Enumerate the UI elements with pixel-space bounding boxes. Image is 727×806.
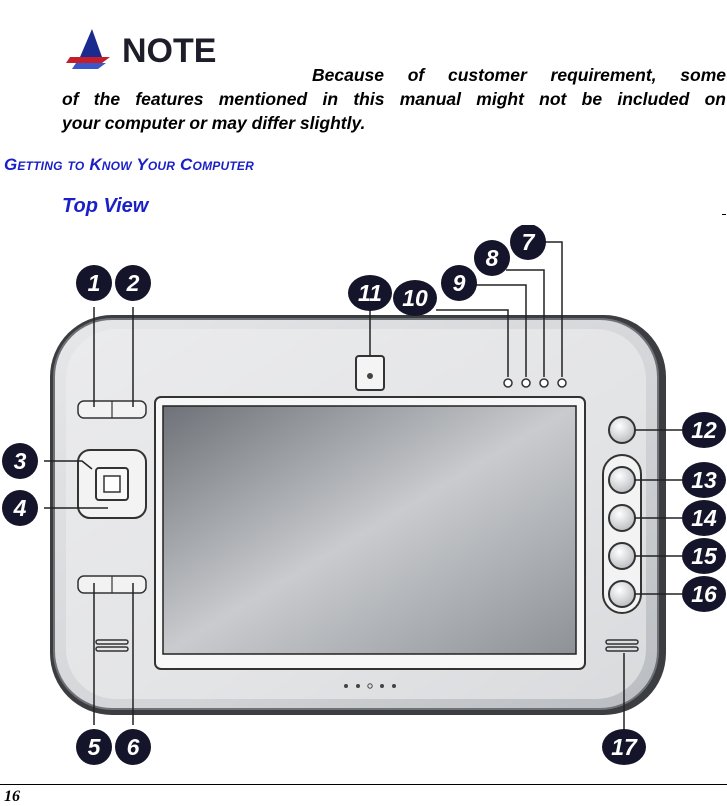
callout-badge-7: 7 bbox=[510, 225, 546, 260]
page-number: 16 bbox=[4, 788, 20, 805]
callout-badge-9: 9 bbox=[441, 265, 477, 301]
round-button bbox=[608, 580, 636, 608]
note-logo-triangle-icon bbox=[80, 29, 102, 57]
callout-number: 10 bbox=[402, 285, 428, 311]
callout-number: 17 bbox=[611, 734, 638, 760]
callout-badge-11: 11 bbox=[348, 275, 392, 311]
callout-badge-16: 16 bbox=[682, 576, 726, 612]
round-button bbox=[608, 542, 636, 570]
callout-badge-5: 5 bbox=[76, 729, 112, 765]
right-button-column bbox=[602, 454, 642, 614]
note-logo-text: NOTE bbox=[122, 32, 216, 70]
note-line-1: Because of customer requirement, some bbox=[312, 65, 726, 85]
speaker-right-icon bbox=[605, 639, 639, 652]
callout-badge-4: 4 bbox=[2, 490, 38, 526]
callout-badge-14: 14 bbox=[682, 500, 726, 536]
speaker-left-icon bbox=[95, 639, 129, 652]
note-line-2: of the features mentioned in this manual… bbox=[62, 89, 726, 109]
callout-badge-15: 15 bbox=[682, 538, 726, 574]
callout-number: 8 bbox=[486, 245, 499, 271]
left-bottom-buttons bbox=[77, 575, 147, 594]
note-line-3: your computer or may differ slightly. bbox=[62, 113, 366, 133]
callout-number: 12 bbox=[691, 417, 717, 443]
round-button bbox=[608, 504, 636, 532]
callout-badge-2: 2 bbox=[115, 265, 151, 301]
callout-badge-12: 12 bbox=[682, 412, 726, 448]
callout-badge-3: 3 bbox=[2, 443, 38, 479]
callout-badge-10: 10 bbox=[393, 280, 437, 316]
callout-number: 5 bbox=[88, 734, 102, 760]
round-button bbox=[608, 466, 636, 494]
callout-badge-17: 17 bbox=[602, 729, 646, 765]
led-indicator bbox=[503, 378, 513, 388]
callout-number: 14 bbox=[691, 505, 717, 531]
footer-rule bbox=[0, 784, 727, 785]
left-top-buttons bbox=[77, 400, 147, 419]
status-leds bbox=[503, 378, 567, 388]
callout-number: 16 bbox=[691, 581, 717, 607]
callout-badge-8: 8 bbox=[474, 240, 510, 276]
navigation-pad bbox=[77, 449, 147, 519]
callout-number: 2 bbox=[126, 270, 140, 296]
led-indicator bbox=[521, 378, 531, 388]
round-button bbox=[608, 416, 636, 444]
display-screen bbox=[162, 405, 577, 655]
callout-number: 1 bbox=[88, 270, 101, 296]
led-indicator bbox=[539, 378, 549, 388]
mic-holes bbox=[344, 683, 396, 689]
callout-number: 6 bbox=[127, 734, 140, 760]
callout-number: 7 bbox=[522, 229, 536, 255]
callout-number: 11 bbox=[358, 280, 382, 306]
callout-number: 3 bbox=[14, 448, 27, 474]
margin-mark bbox=[722, 214, 726, 215]
camera-lens-icon bbox=[367, 373, 373, 379]
callout-number: 4 bbox=[13, 495, 27, 521]
callout-badge-13: 13 bbox=[682, 462, 726, 498]
callout-badge-6: 6 bbox=[115, 729, 151, 765]
led-indicator bbox=[557, 378, 567, 388]
callout-leader-lines bbox=[44, 241, 682, 735]
note-logo: NOTE bbox=[66, 29, 216, 70]
note-paragraph: Because of customer requirement, some of… bbox=[62, 63, 726, 135]
callout-number: 13 bbox=[691, 467, 717, 493]
callout-number: 9 bbox=[453, 270, 466, 296]
sub-heading: Top View bbox=[62, 195, 149, 217]
callout-badge-1: 1 bbox=[76, 265, 112, 301]
section-heading: Getting to Know Your Computer bbox=[4, 155, 254, 174]
callout-number: 15 bbox=[691, 543, 718, 569]
